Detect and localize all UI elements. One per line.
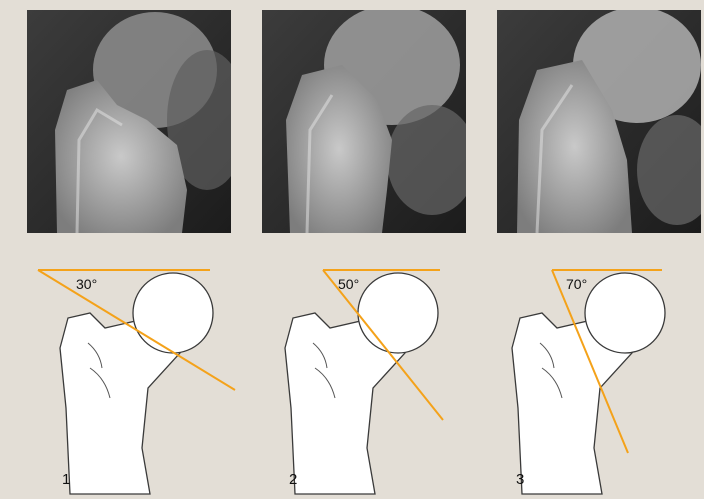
svg-text:50°: 50° [338, 276, 359, 292]
radiograph-3 [497, 10, 701, 233]
angle-label: 30° [76, 276, 97, 292]
panel-number: 1 [62, 471, 70, 488]
femur-diagram-3: 70° 3 [482, 258, 704, 494]
femur-diagram-1: 30° 1 [30, 258, 260, 494]
femoral-head [133, 273, 213, 353]
femur-diagram-2: 50° 2 [255, 258, 485, 494]
svg-text:70°: 70° [566, 276, 587, 292]
radiograph-1 [27, 10, 231, 233]
svg-text:2: 2 [289, 471, 297, 488]
radiograph-2 [262, 10, 466, 233]
svg-text:3: 3 [516, 471, 524, 488]
